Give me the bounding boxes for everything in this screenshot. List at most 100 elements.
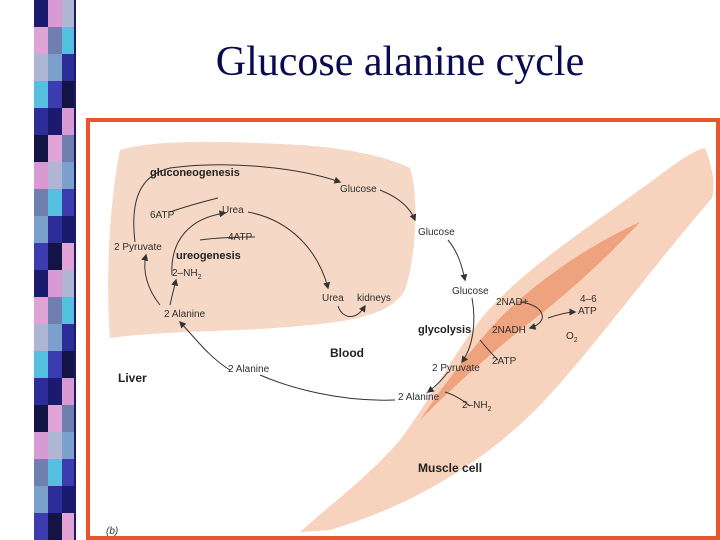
arrow-glycolysis [461,297,475,364]
stripe-block [34,459,48,486]
stripe-block [62,243,76,270]
label-liver-alanine: 2 Alanine [164,309,206,320]
stripe-block [34,297,48,324]
label-kidneys: kidneys [357,293,391,304]
arrow-nh2-to-urea [171,210,227,276]
label-blood-alanine: 2 Alanine [228,364,270,375]
stripe-block [48,378,62,405]
stripe-block [48,135,62,162]
stripe-block [34,216,48,243]
label-blood-glucose: Glucose [418,227,455,238]
arrow-liver-glucose-out [379,189,417,222]
stripe-block [48,162,62,189]
label-muscle-nh2: 2–NH2 [462,400,492,413]
stripe-block [34,135,48,162]
stripe-block [48,189,62,216]
stripe-block [48,27,62,54]
stripe-block [62,162,76,189]
stripe-block [34,162,48,189]
arrow-2atp [479,339,499,361]
arrow-blood-alanine-to-liver [179,320,231,371]
stripe-block [62,405,76,432]
stripe-block [48,54,62,81]
arrow-alanine-to-nh2 [169,278,179,306]
label-6atp: 6ATP [150,210,175,221]
label-atp-out-num: 4–6 [580,294,597,305]
stripe-block [48,216,62,243]
stripe-block [48,432,62,459]
slide-title: Glucose alanine cycle [215,39,585,85]
label-glycolysis: glycolysis [418,324,471,336]
stripe-block [62,108,76,135]
label-muscle-pyruvate: 2 Pyruvate [432,363,480,374]
liver-shape [108,141,416,338]
stripe-block [62,459,76,486]
stripe-edge [74,0,76,540]
arrow-pyruvate-to-alanine [426,371,449,393]
arrow-nadh-to-atp [547,308,577,319]
stripe-block [34,405,48,432]
stripe-block [62,351,76,378]
stripe-block [62,27,76,54]
label-o2: O2 [566,331,578,344]
stripe-block [62,324,76,351]
label-panel-b: (b) [106,526,118,537]
arrow-muscle-alanine-to-blood [259,374,396,401]
stripe-block [34,189,48,216]
stripe-block [62,513,76,540]
label-blood: Blood [330,346,364,360]
label-atp-out: ATP [578,306,597,317]
stripe-block [48,324,62,351]
stripe-block [34,513,48,540]
stripe-block [34,324,48,351]
stripe-block [34,108,48,135]
stripe-block [34,270,48,297]
stripe-block [48,351,62,378]
arrow-urea-to-blood [247,211,330,290]
stripe-block [48,486,62,513]
stripe-block [48,0,62,27]
label-liver: Liver [118,371,147,385]
arrow-6atp [169,197,219,213]
stripe-block [62,297,76,324]
stripe-block [62,378,76,405]
arrow-glucose-to-muscle [447,239,468,282]
arrow-nad-cycle [519,301,543,330]
label-muscle-cell: Muscle cell [418,461,482,475]
stripe-block [62,486,76,513]
label-liver-glucose: Glucose [340,184,377,195]
stripe-block [62,216,76,243]
stripe-block [62,189,76,216]
stripe-block [62,432,76,459]
stripe-block [34,486,48,513]
stripe-block [62,270,76,297]
label-ureogenesis: ureogenesis [176,250,241,262]
label-muscle-alanine: 2 Alanine [398,392,440,403]
decorative-stripe [34,0,76,540]
stripe-block [34,27,48,54]
arrow-alanine-to-pyruvate [141,253,161,306]
label-4atp: 4ATP [228,232,253,243]
label-urea: Urea [222,205,244,216]
stripe-block [62,54,76,81]
stripe-block [34,81,48,108]
stripe-block [62,135,76,162]
arrow-nh2-in [444,391,471,407]
stripe-block [48,81,62,108]
label-muscle-glucose: Glucose [452,286,489,297]
stripe-block [34,243,48,270]
label-nadh: 2NADH [492,325,526,336]
label-gluconeogenesis: gluconeogenesis [150,167,240,179]
label-liver-pyruvate: 2 Pyruvate [114,242,162,253]
stripe-block [62,0,76,27]
stripe-block [48,108,62,135]
arrow-pyruvate-to-glucose [133,164,342,243]
stripe-block [34,351,48,378]
stripe-block [34,432,48,459]
stripe-block [34,54,48,81]
stripe-block [48,243,62,270]
stripe-block [34,0,48,27]
label-blood-urea: Urea [322,293,344,304]
stripe-block [48,513,62,540]
